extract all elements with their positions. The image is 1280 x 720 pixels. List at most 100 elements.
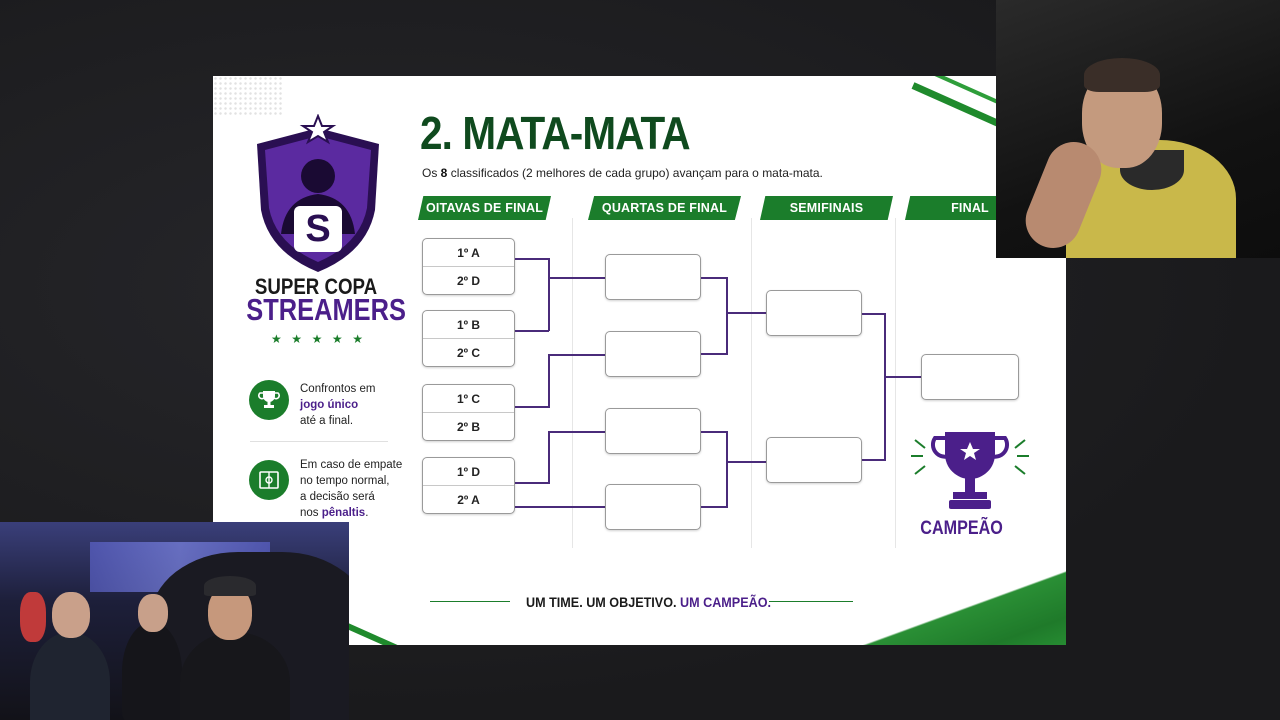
team-slot: 1º D	[423, 458, 514, 486]
rule-text: Em caso de empate	[300, 459, 403, 471]
champion-label: CAMPEÃO	[920, 518, 1003, 539]
bracket-line	[862, 459, 885, 461]
logo-letter: S	[305, 207, 331, 250]
person-left-body	[30, 632, 110, 720]
semifinal-slot-1	[766, 290, 862, 336]
column-divider	[895, 218, 896, 548]
bracket-line	[515, 482, 549, 484]
bracket-line	[549, 431, 605, 433]
quarterfinal-slot-3	[605, 408, 701, 454]
rule-text: a decisão será	[300, 491, 375, 503]
rule-highlight: pênaltis	[321, 507, 366, 519]
match-2: 1º B 2º C	[422, 310, 515, 367]
bracket-line	[515, 330, 549, 332]
bracket-line	[701, 431, 727, 433]
rule-text-part: nos	[300, 507, 322, 519]
team-slot: 2º D	[456, 274, 481, 288]
halftone-decoration	[213, 76, 283, 116]
page-subtitle: Os 8 classificados (2 melhores de cada g…	[422, 166, 823, 180]
streamer-hair	[1084, 58, 1160, 92]
team-slot: 1º B	[423, 311, 514, 339]
quarterfinal-slot-4	[605, 484, 701, 530]
stage-header-semifinals: SEMIFINAIS	[760, 196, 893, 220]
tagline-highlight: UM CAMPEÃO.	[680, 594, 772, 610]
page-title: 2. MATA-MATA	[420, 107, 691, 159]
rule-highlight: jogo único	[300, 399, 359, 411]
team-slot: 2º A	[457, 493, 480, 507]
team-slot: 1º A	[423, 239, 514, 267]
column-divider	[572, 218, 573, 548]
webcam-studio	[0, 522, 349, 720]
rule-text: Confrontos em	[300, 383, 376, 395]
match-4: 1º D 2º A	[422, 457, 515, 514]
brand-line-2: STREAMERS	[246, 292, 406, 327]
quarterfinal-slot-2	[605, 331, 701, 377]
tournament-slide: S SUPER COPA STREAMERS ★ ★ ★ ★ ★ Confron…	[213, 76, 1066, 645]
divider	[250, 441, 388, 442]
champion-trophy	[907, 426, 1033, 516]
rule-text: nos pênaltis.	[300, 505, 402, 521]
subtitle-text: Os	[422, 166, 441, 180]
star-icon: ★	[352, 332, 363, 346]
bracket-line	[885, 376, 921, 378]
match-3: 1º C 2º B	[422, 384, 515, 441]
star-icon: ★	[291, 332, 303, 346]
bracket-line	[701, 353, 727, 355]
tagline: UM TIME. UM OBJETIVO. UM CAMPEÃO.	[526, 594, 771, 610]
rule-text: até a final.	[300, 415, 354, 427]
rule-text-part: .	[365, 507, 369, 519]
bracket-line	[884, 313, 886, 461]
quarterfinal-slot-1	[605, 254, 701, 300]
rule-penalties: Em caso de empate no tempo normal, a dec…	[300, 457, 402, 521]
bracket-line	[548, 354, 550, 408]
person-left-face	[52, 592, 90, 638]
subtitle-count: 8	[440, 166, 448, 180]
rule-text: no tempo normal,	[300, 475, 390, 487]
webcam-streamer	[996, 0, 1280, 258]
shield-logo-icon	[257, 113, 379, 272]
person-right-cap	[204, 576, 256, 596]
field-icon	[249, 460, 289, 500]
bracket-line	[862, 313, 885, 315]
bracket-line	[549, 354, 605, 356]
brand-line-1: SUPER COPA	[254, 274, 378, 299]
tagline-line-left	[430, 601, 510, 602]
bracket-line	[701, 506, 727, 508]
bracket-line	[548, 258, 550, 331]
trophy-icon	[249, 380, 289, 420]
final-slot	[921, 354, 1019, 400]
stage-header-quarterfinals: QUARTAS DE FINAL	[588, 196, 741, 220]
studio-figure	[20, 592, 46, 642]
stage-header-round-of-8: OITAVAS DE FINAL	[418, 196, 551, 220]
subtitle-text: classificados (2 melhores de cada grupo)…	[447, 166, 823, 180]
trophy-icon	[911, 432, 1029, 509]
star-icon: ★	[331, 332, 343, 346]
bracket-line	[727, 461, 766, 463]
bracket-line	[727, 312, 766, 314]
tagline-text: UM TIME. UM OBJETIVO.	[526, 594, 681, 610]
bracket-line	[515, 506, 605, 508]
tagline-line-right	[769, 601, 853, 602]
field-corner-decoration	[853, 564, 1066, 645]
bottom-stripe	[341, 621, 445, 645]
team-slot: 2º B	[456, 420, 481, 434]
column-divider	[751, 218, 752, 548]
rule-single-match: Confrontos em jogo único até a final.	[300, 381, 375, 429]
match-1: 1º A 2º D	[422, 238, 515, 295]
person-middle-face	[138, 594, 168, 632]
semifinal-slot-2	[766, 437, 862, 483]
star-icon: ★	[271, 332, 282, 346]
bracket-line	[549, 277, 605, 279]
brand-stars: ★ ★ ★ ★ ★	[271, 332, 363, 346]
bracket-line	[548, 431, 550, 484]
star-icon: ★	[311, 332, 323, 346]
bracket-line	[701, 277, 727, 279]
bracket-line	[726, 277, 728, 355]
team-slot: 2º C	[456, 346, 481, 360]
bracket-line	[515, 258, 549, 260]
team-slot: 1º C	[423, 385, 514, 413]
super-copa-logo: S	[251, 113, 385, 274]
person-middle-body	[122, 622, 182, 720]
bracket-line	[726, 431, 728, 508]
